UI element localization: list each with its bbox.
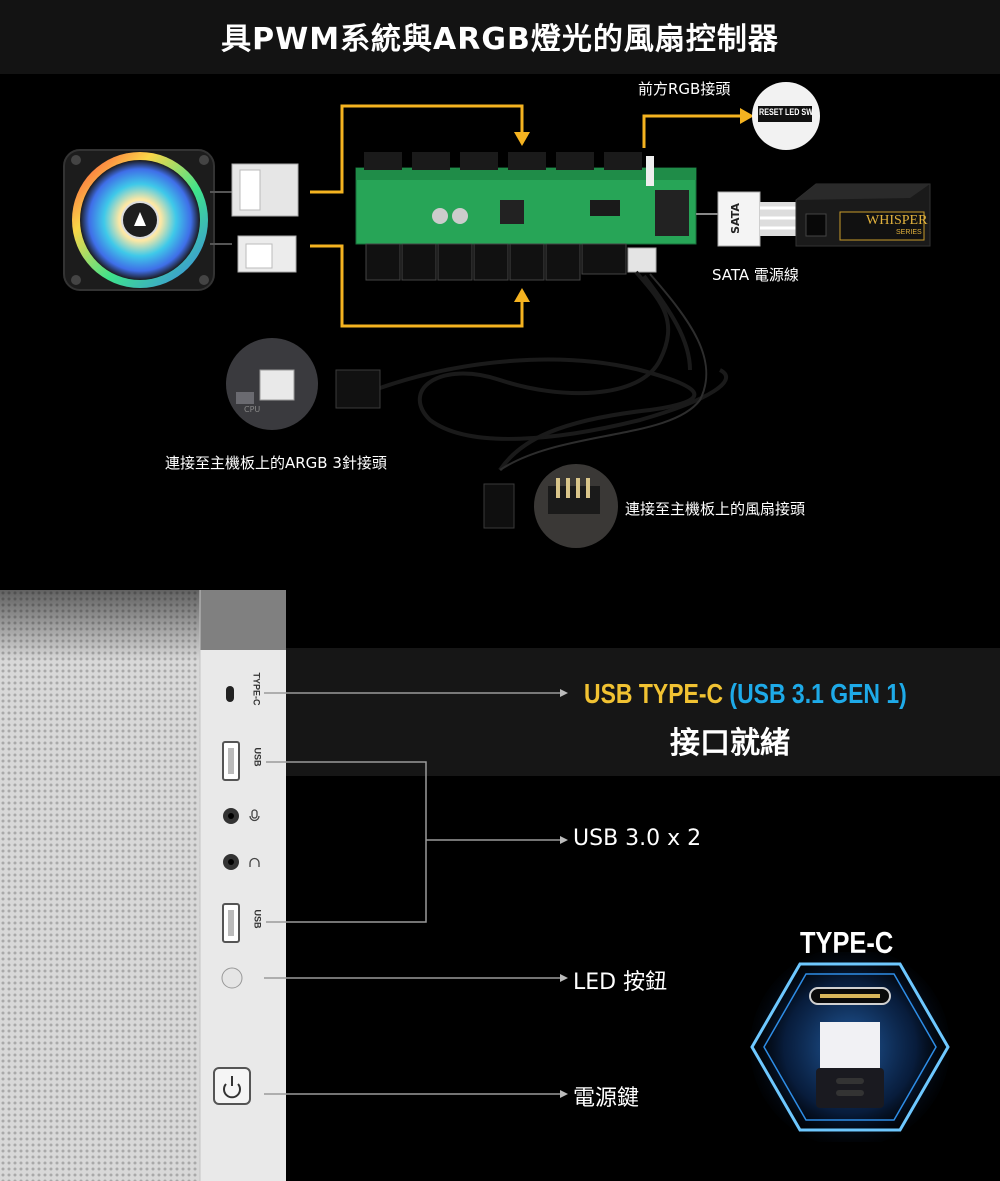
motherboard-tag: CPU [244, 405, 261, 414]
argb-plug [335, 369, 381, 409]
usbc-heading: USB TYPE-C (USB 3.1 GEN 1) [584, 678, 907, 710]
reset-switch-label: RESET LED SW [759, 107, 814, 117]
title-bar [0, 0, 1000, 74]
power-button-label: 電源鍵 [573, 1086, 640, 1111]
psu-series: SERIES [896, 229, 922, 236]
argb-header-label: 連接至主機板上的ARGB 3針接頭 [165, 454, 387, 472]
controller-diagram [63, 82, 931, 548]
dark-band [285, 648, 1000, 776]
pcb-bottom-headers [365, 243, 657, 281]
controller-pcb [355, 156, 697, 245]
pointer-lines [264, 689, 568, 1098]
case-front-panel [0, 590, 286, 1181]
usbc-ready-label: 接口就緒 [670, 726, 790, 761]
usbc-heading-suffix: (USB 3.1 GEN 1) [729, 678, 907, 709]
pcb-top-pins [364, 152, 642, 170]
sata-cable-label: SATA 電源線 [712, 266, 799, 284]
led-button-label: LED 按鈕 [573, 970, 668, 995]
sata-tag: SATA [728, 203, 742, 234]
usbc-heading-prefix: USB TYPE-C [584, 678, 724, 709]
sata-connector [717, 191, 796, 247]
page-title: 具PWM系統與ARGB燈光的風扇控制器 [221, 22, 779, 57]
motherboard-argb-image [226, 338, 318, 430]
argb-fan [63, 149, 215, 291]
fan-connector-bottom [237, 235, 297, 273]
fan-header-plug [483, 483, 515, 529]
psu-brand: WHISPER [866, 213, 928, 228]
typec-hex-badge [750, 952, 950, 1142]
front-rgb-label: 前方RGB接頭 [638, 80, 731, 98]
motherboard-fan-header-image [534, 464, 618, 548]
cables [379, 270, 728, 472]
yellow-arrows [310, 104, 740, 328]
reset-switch-image [752, 82, 820, 150]
fan-header-label: 連接至主機板上的風扇接頭 [625, 500, 806, 518]
usb3-label: USB 3.0 x 2 [573, 826, 702, 851]
fan-connector-top [231, 163, 299, 217]
psu-image [795, 183, 931, 247]
